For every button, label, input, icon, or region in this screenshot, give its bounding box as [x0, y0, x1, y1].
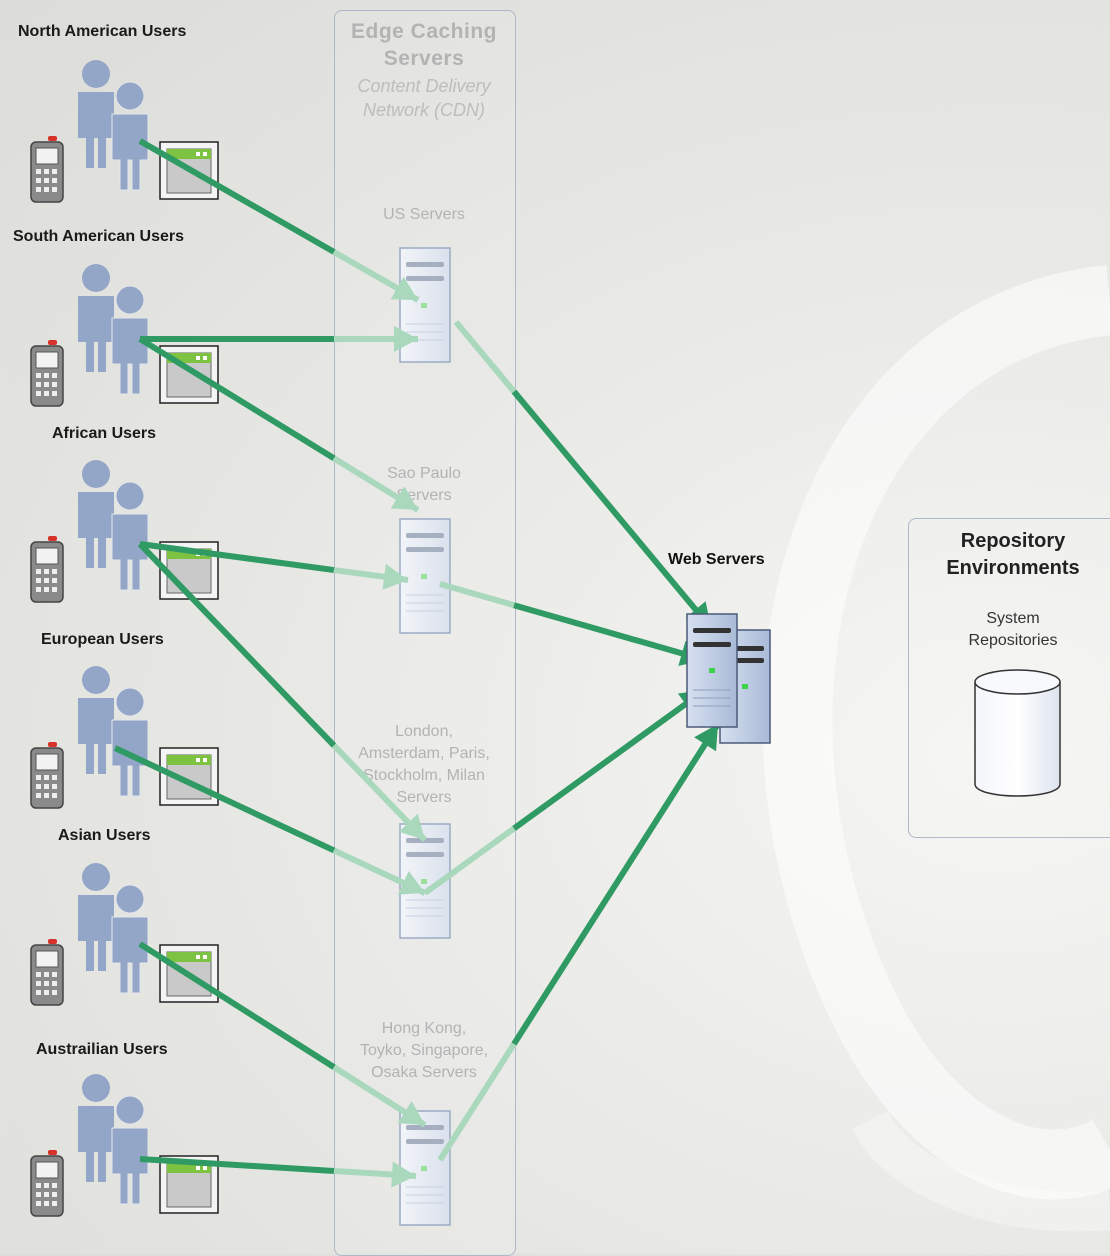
- repository-subtitle-line-1: System: [986, 610, 1040, 627]
- edge-label-line: Amsterdam, Paris,: [358, 745, 490, 762]
- edge-label-europe: London, Amsterdam, Paris, Stockholm, Mil…: [334, 721, 514, 809]
- repository-title-line-1: Repository: [960, 530, 1066, 552]
- arrowhead: [390, 276, 418, 300]
- edge-label-line: Sao Paulo: [387, 465, 461, 482]
- users-icon: [78, 264, 149, 395]
- browser-window-icon: [159, 944, 219, 1003]
- cdn-subtitle-line-2: Network (CDN): [362, 100, 485, 120]
- arrowhead: [390, 486, 418, 510]
- repository-subtitle: System Repositories: [908, 608, 1110, 652]
- repository-subtitle-line-2: Repositories: [968, 632, 1058, 649]
- user-group-europe: [30, 666, 219, 809]
- user-group-australia: [30, 1074, 219, 1217]
- edge-server-us: [399, 247, 451, 363]
- repository-container: [908, 518, 1110, 838]
- cdn-subtitle-line-1: Content Delivery: [357, 76, 491, 96]
- arrow-sao-paulo-server-to-web: [439, 581, 706, 666]
- arrowhead: [398, 813, 425, 840]
- users-icon: [78, 60, 149, 191]
- mobile-phone-icon: [30, 536, 64, 603]
- edge-label-line: Hong Kong,: [381, 1020, 467, 1037]
- mobile-phone-icon: [30, 340, 64, 407]
- web-server-front: [686, 613, 738, 728]
- arrow-africa-to-sao-paulo: [139, 541, 409, 590]
- edge-label-line: Stockholm, Milan: [363, 767, 485, 784]
- user-group-africa: [30, 460, 219, 603]
- browser-window-icon: [159, 747, 219, 806]
- edge-label-line: US Servers: [383, 206, 465, 223]
- arrow-south-america-to-sao-paulo: [138, 336, 420, 513]
- arrow-europe-to-europe-server: [113, 745, 427, 896]
- cdn-title-line-1: Edge Caching: [350, 20, 498, 43]
- mobile-phone-icon: [30, 742, 64, 809]
- users-icon: [78, 1074, 149, 1205]
- browser-window-icon: [159, 1155, 219, 1214]
- group-label-asia: Asian Users: [58, 827, 151, 844]
- group-label-south-america: South American Users: [13, 228, 185, 245]
- edge-label-us: US Servers: [334, 204, 514, 226]
- edge-label-line: Toyko, Singapore,: [359, 1042, 489, 1059]
- edge-server-asia: [399, 1110, 451, 1226]
- users-icon: [78, 863, 149, 994]
- arrow-south-america-to-us: [140, 326, 418, 352]
- arrowhead: [397, 871, 425, 895]
- arrow-north-america-to-us: [138, 138, 420, 303]
- mobile-phone-icon: [30, 136, 64, 203]
- web-servers-label: Web Servers: [668, 551, 765, 568]
- arrowhead: [397, 1101, 425, 1125]
- cdn-subtitle: Content Delivery Network (CDN): [334, 74, 514, 122]
- arrow-europe-server-to-web: [423, 687, 707, 896]
- user-group-south-america: [30, 264, 219, 407]
- edge-label-line: London,: [395, 723, 453, 740]
- users-icon: [78, 666, 149, 797]
- mobile-phone-icon: [30, 1150, 64, 1217]
- repository-title: Repository Environments: [908, 528, 1110, 582]
- group-label-europe: European Users: [41, 631, 164, 648]
- arrowhead: [694, 724, 718, 752]
- arrow-asia-to-asia-server: [138, 941, 427, 1128]
- cdn-title-line-2: Servers: [383, 47, 465, 70]
- edge-label-asia: Hong Kong, Toyko, Singapore, Osaka Serve…: [334, 1018, 514, 1084]
- edge-server-sao-paulo: [399, 518, 451, 634]
- group-label-australia: Austrailian Users: [36, 1041, 168, 1058]
- group-label-north-america: North American Users: [18, 23, 187, 40]
- group-label-africa: African Users: [52, 425, 157, 442]
- arrow-asia-server-to-web: [437, 722, 721, 1162]
- edge-label-line: Osaka Servers: [371, 1064, 477, 1081]
- arrow-australia-to-asia-server: [139, 1156, 417, 1188]
- users-icon: [78, 460, 149, 591]
- repository-cylinder-icon: [974, 669, 1061, 797]
- arrowhead: [391, 1161, 416, 1188]
- user-group-asia: [30, 863, 219, 1006]
- arrow-africa-to-europe: [137, 541, 428, 843]
- cdn-title: Edge Caching Servers: [334, 18, 514, 72]
- arrowhead: [394, 326, 418, 352]
- edge-label-line: Servers: [396, 789, 452, 806]
- arrow-us-server-to-web: [453, 320, 714, 630]
- mobile-phone-icon: [30, 939, 64, 1006]
- web-server-cluster: [686, 613, 771, 744]
- arrowhead: [382, 563, 408, 590]
- repository-title-line-2: Environments: [946, 557, 1080, 579]
- user-group-north-america: [30, 60, 219, 203]
